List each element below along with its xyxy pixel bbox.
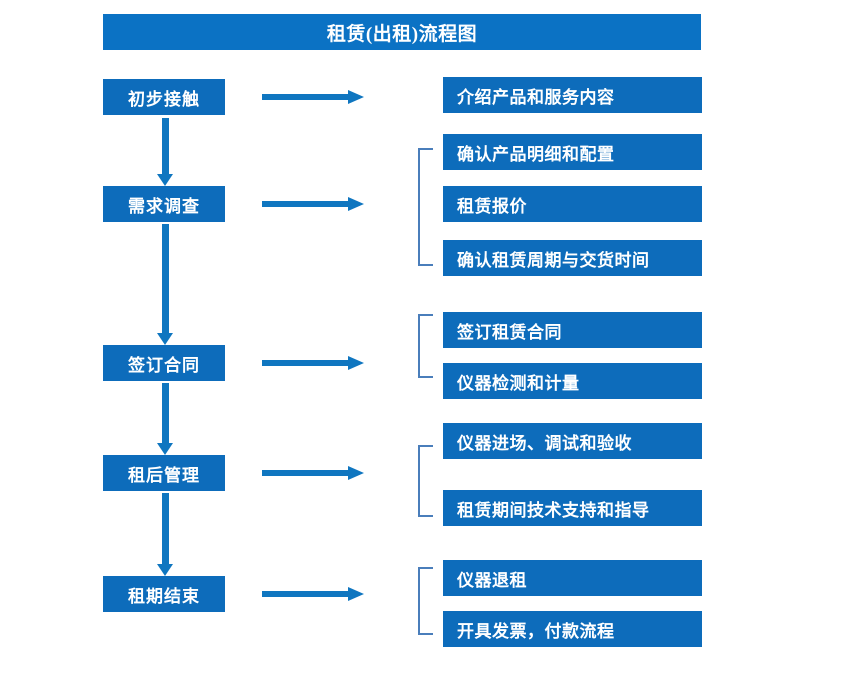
down-arrow-icon-management-to-end — [157, 493, 173, 576]
group-bracket-lease-end — [418, 567, 433, 635]
right-arrow-icon-initial-contact — [262, 88, 364, 106]
detail-box-confirm-product-spec[interactable]: 确认产品明细和配置 — [443, 134, 702, 170]
stage-box-demand-survey[interactable]: 需求调查 — [103, 186, 225, 222]
detail-box-instrument-return[interactable]: 仪器退租 — [443, 560, 702, 596]
group-bracket-sign-contract — [418, 314, 433, 378]
detail-box-confirm-period-delivery[interactable]: 确认租赁周期与交货时间 — [443, 240, 702, 276]
right-arrow-icon-lease-end — [262, 585, 364, 603]
detail-box-technical-support[interactable]: 租赁期间技术支持和指导 — [443, 490, 702, 526]
right-arrow-icon-demand-survey — [262, 195, 364, 213]
stage-box-post-rental-management[interactable]: 租后管理 — [103, 455, 225, 491]
stage-box-sign-contract[interactable]: 签订合同 — [103, 345, 225, 381]
right-arrow-icon-post-rental — [262, 464, 364, 482]
down-arrow-icon-contract-to-management — [157, 383, 173, 455]
stage-box-initial-contact[interactable]: 初步接触 — [103, 79, 225, 115]
stage-box-lease-end[interactable]: 租期结束 — [103, 576, 225, 612]
page-title: 租赁(出租)流程图 — [103, 14, 701, 50]
detail-box-instrument-inspection[interactable]: 仪器检测和计量 — [443, 363, 702, 399]
detail-box-rental-quotation[interactable]: 租赁报价 — [443, 186, 702, 222]
detail-box-invoice-payment[interactable]: 开具发票，付款流程 — [443, 611, 702, 647]
detail-box-instrument-entry-commission[interactable]: 仪器进场、调试和验收 — [443, 423, 702, 459]
group-bracket-demand-survey — [418, 148, 433, 266]
detail-box-sign-rental-contract[interactable]: 签订租赁合同 — [443, 312, 702, 348]
group-bracket-post-rental — [418, 445, 433, 517]
detail-box-introduce-products[interactable]: 介绍产品和服务内容 — [443, 77, 702, 113]
down-arrow-icon-demand-to-contract — [157, 224, 173, 345]
down-arrow-icon-initial-to-demand — [157, 118, 173, 186]
right-arrow-icon-sign-contract — [262, 354, 364, 372]
